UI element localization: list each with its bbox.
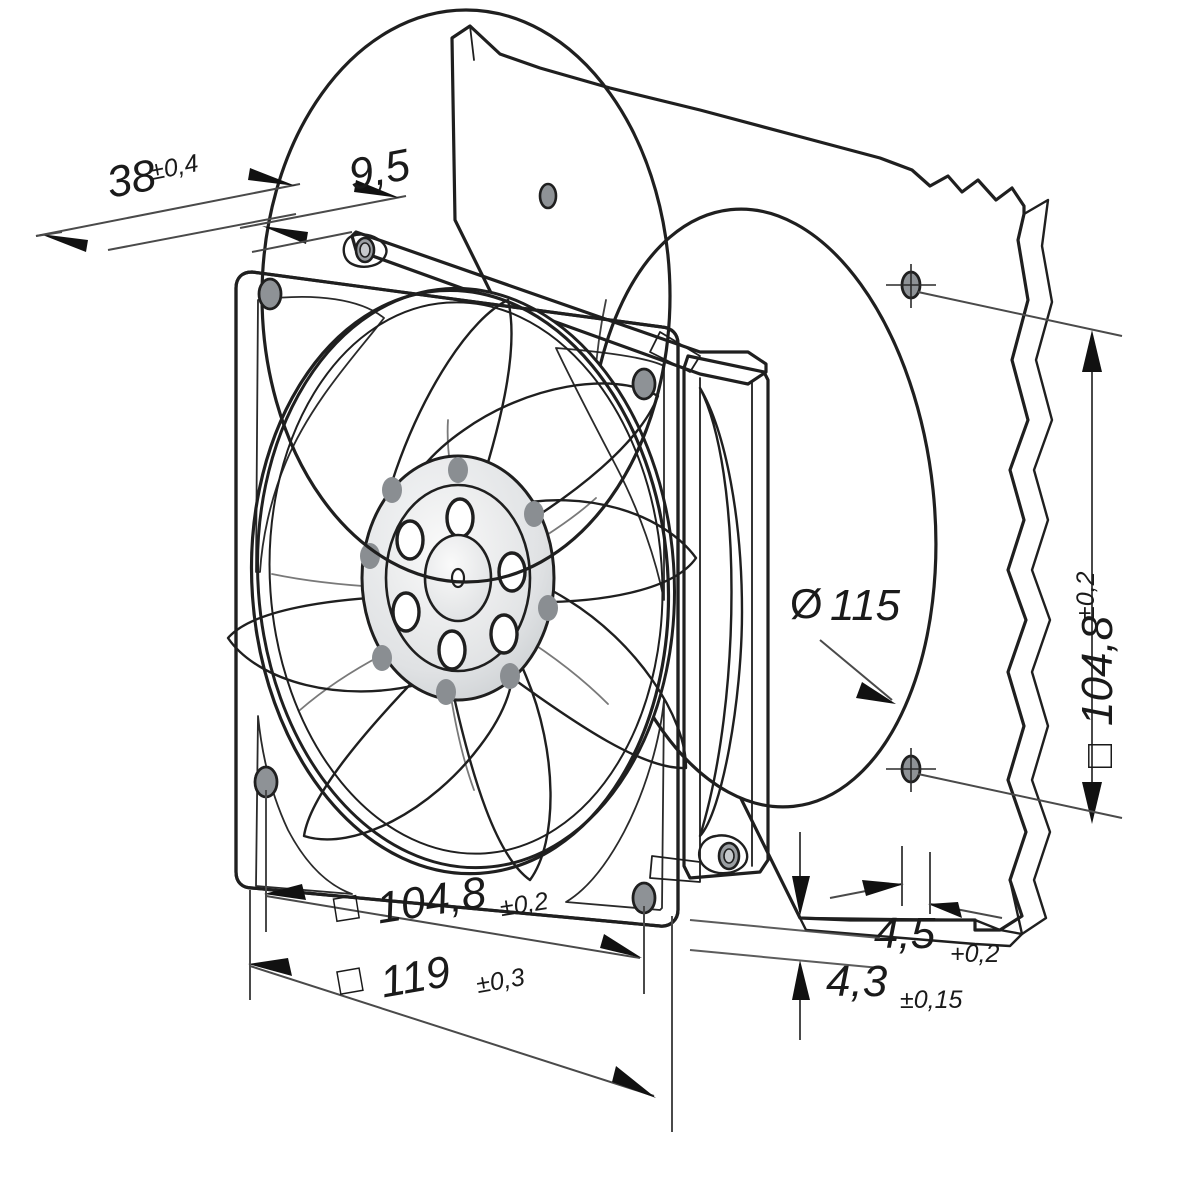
dimension-tolerance-depth: ±0,4 (148, 149, 201, 186)
panel-mounting-hole-top (538, 182, 558, 210)
fan-body (342, 230, 770, 883)
dimension-panel-hole-pattern-vertical (917, 291, 1123, 824)
dimension-hole-pattern-horizontal (264, 790, 645, 994)
panel-mounting-hole-lower-right (886, 748, 936, 792)
dimension-tolerance-fan-hole-diameter: ±0,15 (900, 986, 962, 1014)
diameter-symbol: Ø (790, 580, 823, 627)
hub (360, 454, 558, 705)
dimension-label-cutout-diameter: 115 (830, 581, 901, 630)
dimension-frame-size (248, 890, 673, 1132)
corner-pad (255, 296, 665, 911)
square-symbol-bottom-2: □ (334, 956, 365, 1004)
dimension-panel-cutout-diameter (819, 639, 896, 704)
fan-front-flange (234, 8, 680, 928)
dimension-tolerance-hole-pattern: ±0,2 (498, 887, 550, 922)
panel-mounting-hole-upper-right (886, 264, 936, 308)
fan-mounting-hole (253, 277, 657, 915)
square-symbol-right: □ (1077, 744, 1121, 768)
dimension-label-panel-hole-diameter: 4,5 (874, 909, 936, 958)
dimension-panel-hole-diameter (829, 846, 1003, 919)
dimension-label-hole-pattern: 104,8 (373, 868, 490, 934)
dimension-label-frame-size: 119 (376, 947, 454, 1007)
dimension-fan-hole-diameter (689, 832, 881, 1040)
dimension-tolerance-panel-hole-diameter: +0,2 (950, 940, 999, 968)
hub-rivet (360, 457, 558, 705)
dimension-label-fan-hole-diameter: 4,3 (826, 957, 888, 1006)
dimension-label-flange-thickness: 9,5 (345, 140, 415, 200)
dimension-flange-thickness (239, 180, 407, 253)
dimension-depth (35, 168, 301, 252)
mounting-panel (450, 24, 1054, 948)
dimension-label-panel-hole-pattern: 104,8 (1073, 615, 1122, 726)
dimension-label-depth: 38 (103, 150, 161, 208)
dimension-tolerance-panel-hole-pattern: ±0,2 (1072, 571, 1100, 620)
square-symbol-bottom-1: □ (331, 884, 362, 931)
rear-lug-bottom (697, 834, 749, 875)
dimension-tolerance-frame-size: ±0,3 (474, 963, 527, 999)
rear-lug-top (342, 233, 388, 268)
impeller (226, 286, 698, 882)
